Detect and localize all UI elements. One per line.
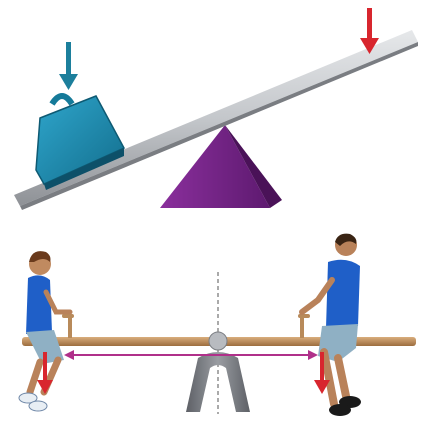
seesaw-handle-right bbox=[298, 314, 310, 338]
pivot-ball bbox=[209, 332, 227, 350]
distance-arrow bbox=[64, 350, 318, 360]
effort-arrow-blue bbox=[59, 42, 78, 90]
pivot-support bbox=[186, 352, 250, 412]
right-adult-figure bbox=[302, 234, 361, 416]
lever-group bbox=[14, 8, 418, 210]
seesaw-group bbox=[19, 234, 416, 416]
seesaw-handle-left bbox=[62, 314, 74, 338]
